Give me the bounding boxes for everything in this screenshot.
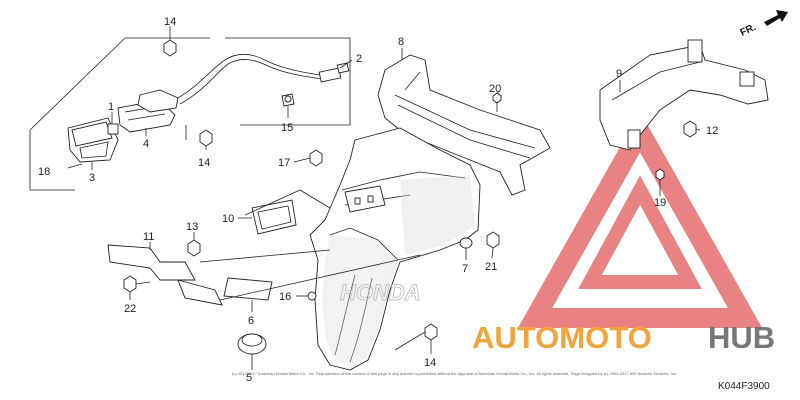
taillight-lens <box>67 117 119 163</box>
rear-upper-frame <box>377 54 551 196</box>
watermark-triangle-logo <box>517 111 763 328</box>
nut-lower <box>424 323 438 341</box>
reflector <box>251 199 297 235</box>
nut-middle <box>199 129 213 147</box>
callout-5: 5 <box>246 372 252 384</box>
grommet-15 <box>281 93 295 107</box>
callout-18: 18 <box>38 166 50 178</box>
callout-15: 15 <box>281 122 293 134</box>
nut-21 <box>486 231 500 249</box>
bolt-19 <box>655 168 665 192</box>
callout-22: 22 <box>124 303 136 315</box>
fender-shading <box>322 175 475 365</box>
callout-7: 7 <box>462 263 468 275</box>
diagram-code: K044F3900 <box>718 381 770 392</box>
bulb-socket <box>107 123 119 135</box>
callout-3: 3 <box>89 172 95 184</box>
callout-10: 10 <box>222 213 234 225</box>
grommet-16 <box>307 291 317 301</box>
bolt-17 <box>309 149 323 167</box>
front-label: FR. <box>739 22 758 39</box>
callout-2: 2 <box>356 53 362 65</box>
callout-9: 9 <box>616 68 622 80</box>
front-arrow-icon <box>764 10 788 26</box>
callout-20: 20 <box>489 83 501 95</box>
callout-19: 19 <box>654 197 666 209</box>
callout-12: 12 <box>706 125 718 137</box>
callouts: 14 1 2 3 4 5 6 7 8 9 10 11 12 13 14 14 1… <box>38 16 718 384</box>
license-plate-bracket <box>344 185 386 213</box>
license-light-bracket <box>107 244 223 306</box>
callout-21: 21 <box>485 261 497 273</box>
side-bracket <box>599 39 769 151</box>
copyright-notice: (c) 2012-2017 American Honda Motor Co., … <box>232 371 677 376</box>
callout-14-top: 14 <box>164 16 176 28</box>
watermark-brand: AUTOMOTO HUB <box>472 320 775 355</box>
screw-20 <box>492 92 502 112</box>
watermark-brand-part-2: HUB <box>708 320 775 355</box>
bolt-12 <box>683 120 697 138</box>
callout-14-lower: 14 <box>424 357 436 369</box>
callout-16: 16 <box>279 291 291 303</box>
callout-14-middle: 14 <box>198 157 210 169</box>
license-light-lens <box>223 277 273 301</box>
rubber-cap <box>237 333 267 355</box>
collar-7 <box>459 237 473 249</box>
taillight-group-outline <box>29 37 351 191</box>
callout-13: 13 <box>186 221 198 233</box>
reflector-group-outline <box>244 189 331 216</box>
callout-11: 11 <box>143 231 154 243</box>
fender-lettering: HONDA <box>340 280 421 305</box>
nut-top <box>163 39 177 57</box>
callout-17: 17 <box>278 157 290 169</box>
watermark-brand-part-1: AUTOMOTO <box>472 320 652 355</box>
callout-8: 8 <box>398 36 404 48</box>
bolt-22 <box>123 275 151 293</box>
wire-harness <box>137 53 350 113</box>
nut-13 <box>187 239 201 257</box>
screw-18 <box>67 163 83 169</box>
leader-lines <box>91 26 701 370</box>
callout-6: 6 <box>248 315 254 327</box>
callout-1: 1 <box>108 101 114 113</box>
callout-4: 4 <box>143 138 149 150</box>
front-direction-indicator: FR. <box>739 10 788 39</box>
